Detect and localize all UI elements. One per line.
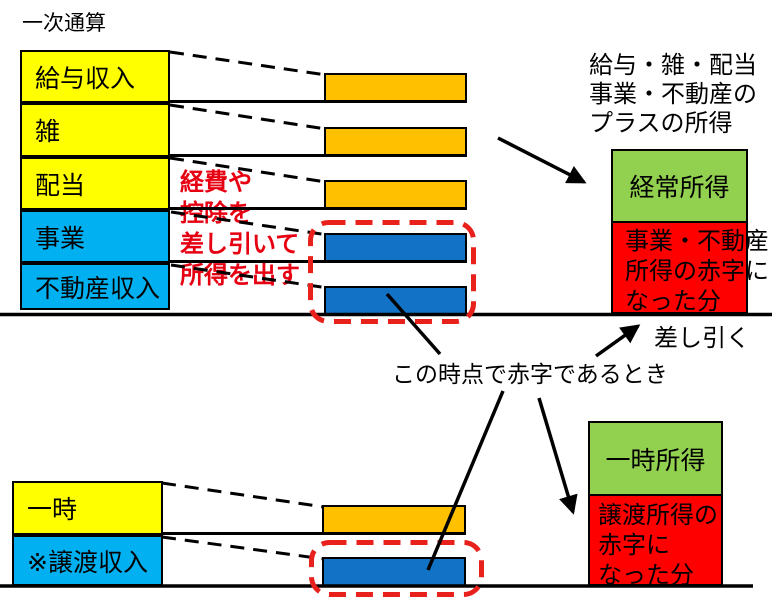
dashed-connector-temporary [161,481,325,509]
income-box-temporary: 一時 [12,481,163,535]
income-box-dividend: 配当 [20,157,170,210]
ordinary-income-box: 経常所得 [611,149,748,223]
business-deficit-line: 所得の赤字に [625,258,769,285]
income-box-realestate: 不動産収入 [20,263,170,310]
arrow-to-ordinary-income [497,136,587,184]
business-deficit-line: なった分 [625,288,721,315]
plus-income-note-line: 給与・雑・配当 [589,52,757,79]
net-bar-misc [324,127,467,157]
business-deficit-box: 事業・不動産 所得の赤字に なった分 [611,221,769,315]
transfer-deficit-line: 赤字に [598,532,670,559]
dashed-connector-misc [169,103,327,131]
arrow-subtract-icon [594,324,641,358]
diagram-title: 一次通算 [22,12,106,35]
transfer-deficit-line: 譲渡所得の [598,502,718,529]
expense-note-line: 控除を [180,200,252,227]
income-box-transfer: ※譲渡収入 [12,535,163,586]
net-bar-salary [324,73,467,103]
net-bar-dividend [324,180,467,210]
income-box-business: 事業 [20,210,170,263]
dashed-connector-transfer [161,535,325,561]
expense-note: 経費や 控除を 差し引いて 所得を出す [180,167,300,291]
expense-note-line: 経費や [180,169,252,196]
connector-note-to-transfer-bar [426,390,505,571]
business-deficit-line: 事業・不動産 [625,228,769,255]
transfer-deficit-box: 譲渡所得の 赤字に なった分 [588,494,723,589]
expense-note-line: 所得を出す [180,262,300,289]
expense-note-line: 差し引いて [180,231,300,258]
plus-income-note-line: プラスの所得 [589,110,733,137]
plus-income-note: 給与・雑・配当 事業・不動産の プラスの所得 [589,51,757,138]
deficit-timing-note: この時点で赤字であるとき [392,361,668,387]
plus-income-note-line: 事業・不動産の [589,81,757,108]
subtract-label: 差し引く [654,325,750,352]
net-bar-business [324,233,467,263]
transfer-deficit-line: なった分 [598,562,694,589]
arrow-to-transfer-deficit [537,397,578,515]
net-bar-temporary [322,505,466,535]
income-box-salary: 給与収入 [20,50,170,103]
dashed-connector-salary [169,50,327,77]
net-bar-realestate [324,286,467,316]
net-bar-transfer [322,557,466,587]
income-box-misc: 雑 [20,103,170,157]
temporary-income-box: 一時所得 [588,421,723,496]
